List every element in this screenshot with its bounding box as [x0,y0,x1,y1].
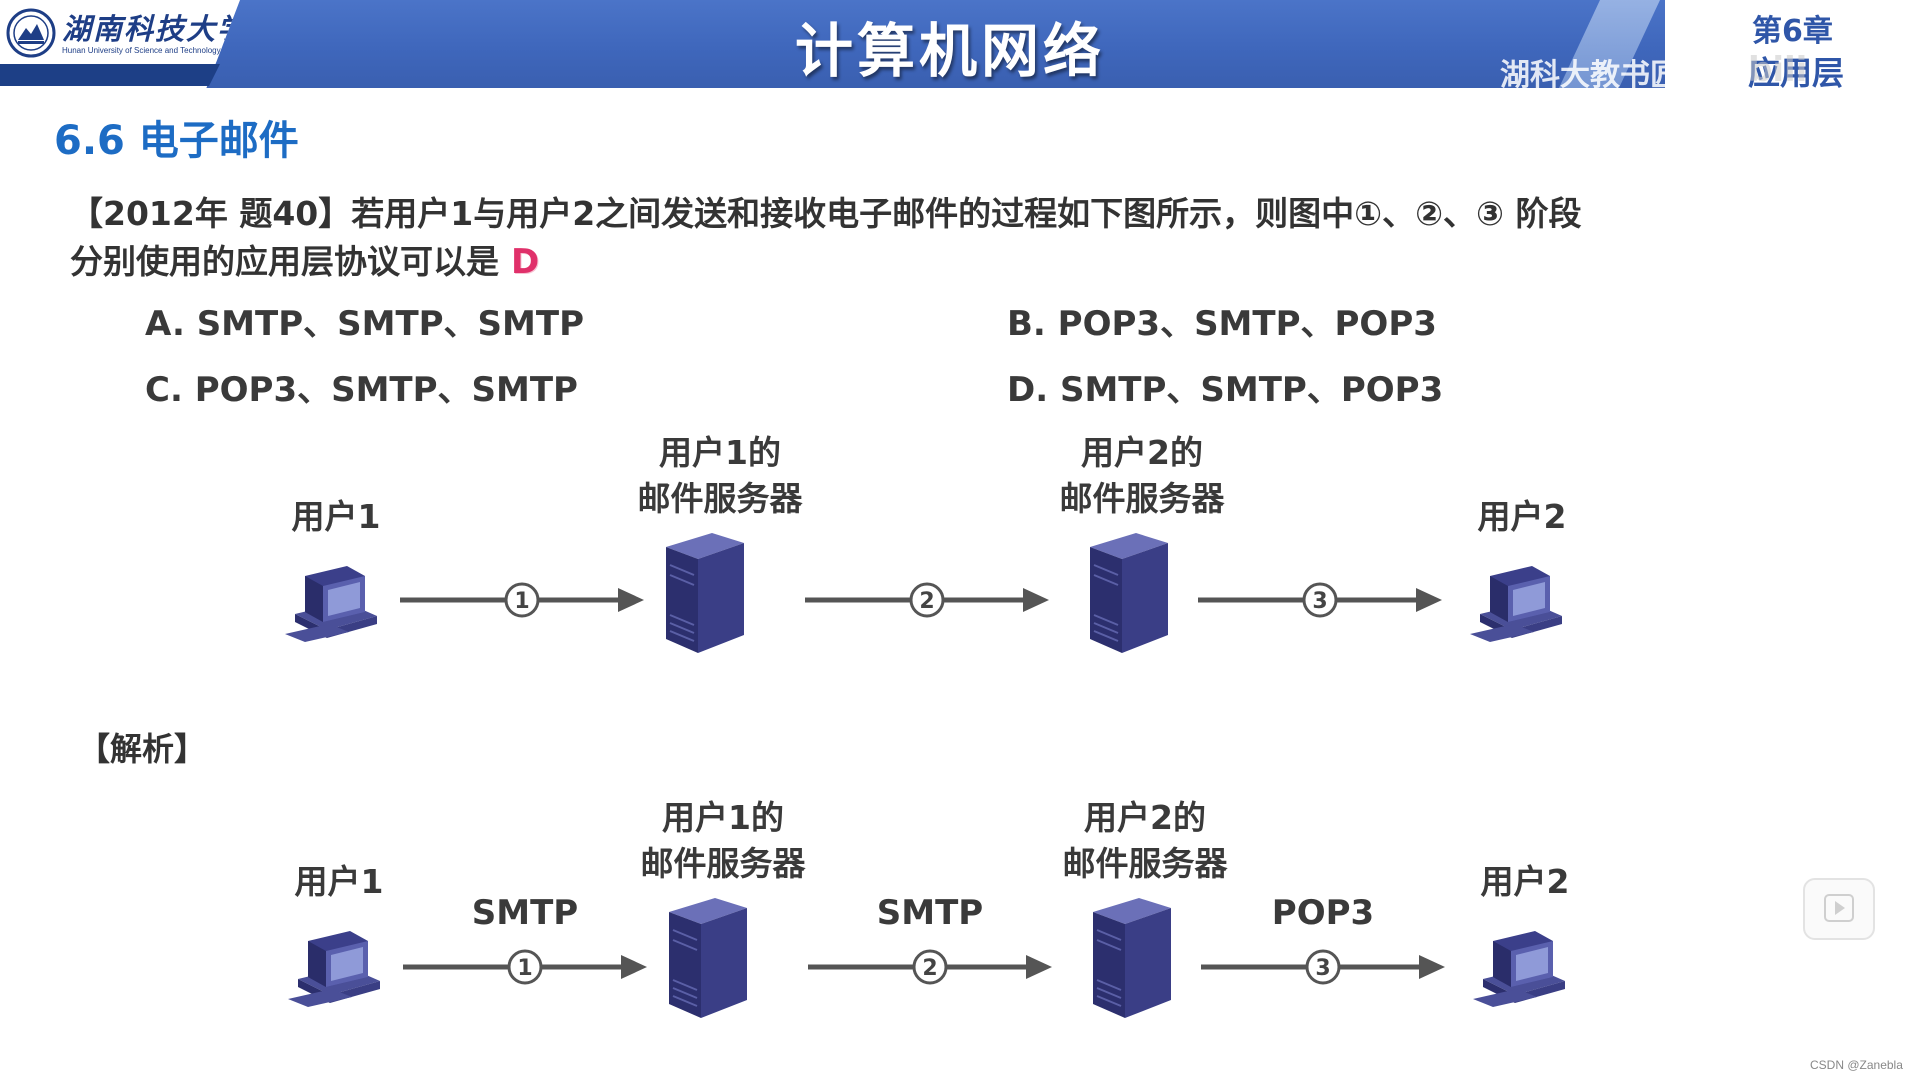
section-title: 6.6 电子邮件 [54,118,299,164]
node-server2-line2: 邮件服务器 [1062,844,1228,883]
node-user2-label: 用户2 [1472,494,1572,540]
computer-user1-icon [288,919,388,1009]
node-server2-label: 用户2的 邮件服务器 [1045,795,1245,887]
node-server2-line2: 邮件服务器 [1059,479,1225,518]
email-flow-diagram-answer: 用户1 用户1的 邮件服务器 用户2的 邮件服务器 用户2 SMTP SMTP … [0,795,1920,1035]
node-server1-line2: 邮件服务器 [640,844,806,883]
node-server1-line2: 邮件服务器 [637,479,803,518]
banner-chapter-area [1665,0,1920,88]
server-user1-icon [660,525,750,655]
university-name-en: Hunan University of Science and Technolo… [62,46,221,55]
question-line-2-text: 分别使用的应用层协议可以是 [70,242,499,281]
watermark-text: 湖科大教书匠 [1500,58,1680,93]
footer-credit: CSDN @Zanebla [1810,1058,1903,1072]
node-user1-label: 用户1 [286,494,386,540]
chapter-number: 第6章 [1752,14,1833,49]
computer-user2-icon [1470,554,1570,644]
step-3-number: 3 [1312,589,1327,614]
computer-user1-icon [285,554,385,644]
option-c: C. POP3、SMTP、SMTP [145,370,578,410]
play-icon [1824,894,1854,922]
university-logo: 湖南科技大学 Hunan University of Science and T… [0,0,240,88]
chapter-name: 应用层 [1748,54,1845,92]
question-text: 【2012年 题40】若用户1与用户2之间发送和接收电子邮件的过程如下图所示，则… [70,190,1710,286]
protocol-step-1: SMTP [471,893,579,933]
question-line-2: 分别使用的应用层协议可以是 D [70,238,1710,286]
protocol-step-2: SMTP [876,893,984,933]
university-emblem-icon [6,8,56,58]
step-2-number: 2 [919,589,934,614]
node-server2-label: 用户2的 邮件服务器 [1042,430,1242,522]
email-flow-diagram-question: 用户1 用户1的 邮件服务器 用户2的 邮件服务器 用户2 1 2 3 [0,430,1920,670]
protocol-step-3: POP3 [1271,893,1375,933]
node-server1-label: 用户1的 邮件服务器 [623,795,823,887]
server-user2-icon [1084,525,1174,655]
node-server1-label: 用户1的 邮件服务器 [620,430,820,522]
question-line-1: 【2012年 题40】若用户1与用户2之间发送和接收电子邮件的过程如下图所示，则… [70,194,1582,233]
arrow-step-2: 2 [808,949,1052,985]
node-server2-line1: 用户2的 [1084,798,1206,837]
header-banner: 湖南科技大学 Hunan University of Science and T… [0,0,1920,93]
node-user2-text: 用户2 [1477,497,1567,536]
node-user1-label: 用户1 [289,859,389,905]
arrow-step-2: 2 [805,582,1049,618]
node-server2-line1: 用户2的 [1081,433,1203,472]
course-title: 计算机网络 [794,17,1105,85]
arrow-step-3: 3 [1198,582,1442,618]
server-user2-icon [1087,890,1177,1020]
university-name-cn: 湖南科技大学 [62,12,249,46]
arrow-step-1: 1 [403,949,647,985]
platform-watermark: bili [1748,50,1808,90]
step-3-number: 3 [1315,956,1330,981]
answer-mark: D [511,242,540,282]
node-user2-text: 用户2 [1480,862,1570,901]
node-server1-line1: 用户1的 [662,798,784,837]
node-user1-text: 用户1 [291,497,381,536]
step-1-number: 1 [517,956,532,981]
server-user1-icon [663,890,753,1020]
arrow-step-3: 3 [1201,949,1445,985]
node-server1-line1: 用户1的 [659,433,781,472]
motto-strip: 惟实惟新 至诚致志 [0,64,220,86]
option-d: D. SMTP、SMTP、POP3 [1007,370,1444,410]
arrow-step-1: 1 [400,582,644,618]
step-1-number: 1 [514,589,529,614]
option-b: B. POP3、SMTP、POP3 [1007,304,1437,344]
node-user1-text: 用户1 [294,862,384,901]
option-a: A. SMTP、SMTP、SMTP [145,304,584,344]
node-user2-label: 用户2 [1475,859,1575,905]
play-button[interactable] [1803,878,1875,940]
step-2-number: 2 [922,956,937,981]
analysis-label: 【解析】 [78,730,207,768]
computer-user2-icon [1473,919,1573,1009]
